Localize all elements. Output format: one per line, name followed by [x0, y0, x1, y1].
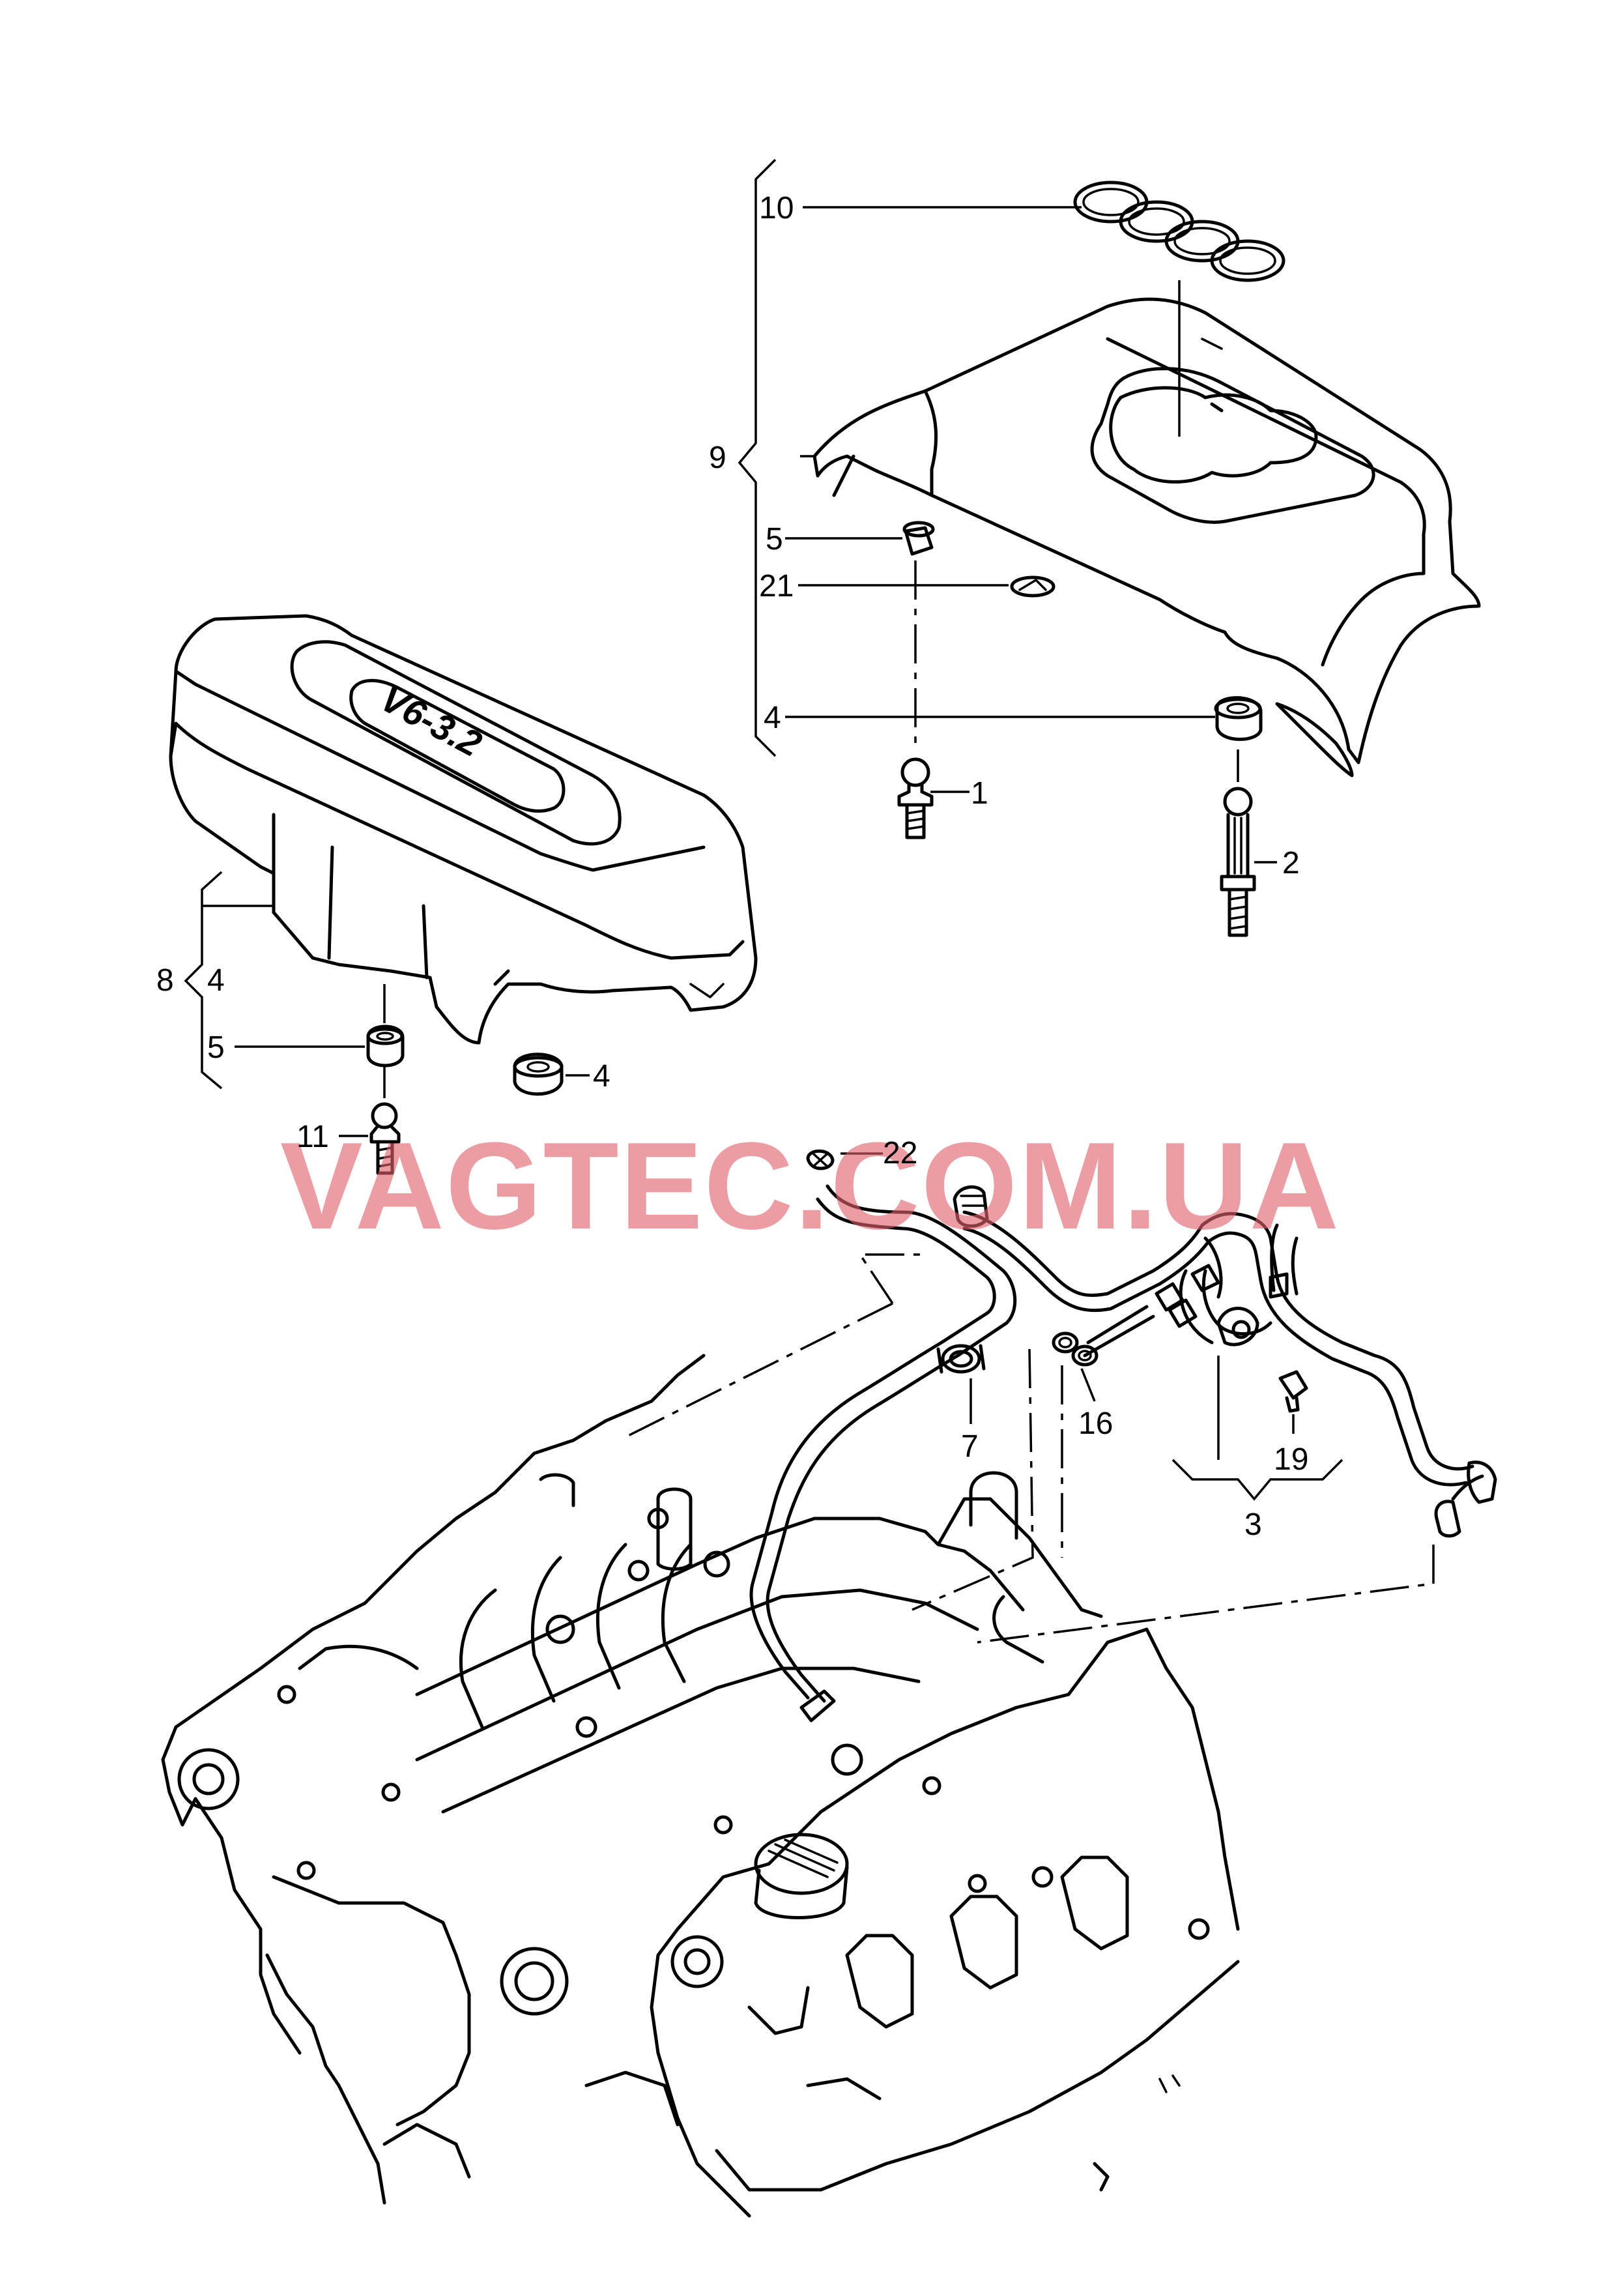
engine-cover-right [812, 297, 1481, 777]
callout-7: 7 [961, 1429, 979, 1464]
callout-5-right: 5 [766, 522, 783, 557]
grommet-4-right [1214, 696, 1263, 741]
ball-stud-1 [897, 757, 934, 839]
hose-end-3 [1434, 1460, 1497, 1538]
grommet-5-right [902, 521, 935, 556]
callout-4-left: 4 [593, 1059, 610, 1094]
callout-19: 19 [1274, 1442, 1308, 1477]
grommet-4-left [513, 1053, 564, 1096]
engine-cover-left: V6-3.2 [169, 614, 758, 1045]
callout-4-right: 4 [764, 701, 781, 735]
oring-16 [1052, 1305, 1155, 1367]
callout-11: 11 [296, 1120, 329, 1154]
callout-1: 1 [971, 776, 988, 811]
callout-21: 21 [759, 569, 794, 603]
engine-block [161, 1354, 1240, 2218]
callout-22: 22 [883, 1136, 917, 1170]
grommet-7 [936, 1344, 986, 1374]
breather-hose-3 [953, 1185, 1474, 1487]
callout-8: 8 [156, 963, 174, 998]
ball-stud-11 [369, 1102, 401, 1175]
grommet-5-left [366, 1024, 405, 1068]
callout-10: 10 [759, 191, 794, 225]
callout-4-bracket: 4 [207, 963, 225, 998]
callout-9: 9 [709, 441, 726, 475]
watermark-text: VAGTEC.COM.UA [280, 1117, 1340, 1255]
callout-16: 16 [1078, 1406, 1113, 1441]
callout-5-left: 5 [207, 1030, 225, 1065]
clip-22 [806, 1149, 835, 1170]
clip-21 [1010, 575, 1056, 598]
ball-stud-2 [1220, 787, 1256, 937]
audi-rings-emblem [1073, 181, 1285, 282]
callout-2: 2 [1282, 846, 1300, 880]
callout-3: 3 [1244, 1507, 1262, 1542]
clip-19 [1278, 1370, 1308, 1413]
